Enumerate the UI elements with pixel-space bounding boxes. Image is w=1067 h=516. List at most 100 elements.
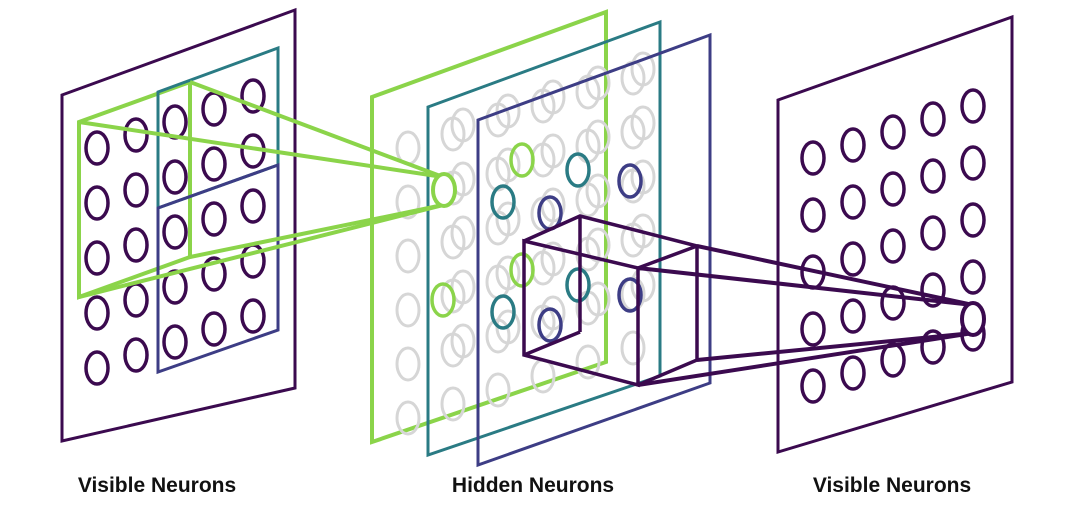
hidden-neuron <box>495 255 521 291</box>
hidden-neuron <box>450 215 476 251</box>
visible-neuron <box>123 117 149 153</box>
visible-neuron <box>162 214 188 250</box>
green-connection-lower <box>189 203 444 259</box>
visible-neuron <box>920 272 946 308</box>
visible-neuron <box>201 91 227 127</box>
purple-connection-4 <box>637 331 974 387</box>
visible-neuron <box>960 145 986 181</box>
hidden-neuron <box>575 344 601 380</box>
hidden-neuron <box>585 65 611 101</box>
visible-neuron <box>880 342 906 378</box>
hidden-neuron <box>630 159 656 195</box>
visible-neuron <box>880 228 906 264</box>
visible-neuron <box>840 241 866 277</box>
hidden-neuron <box>450 107 476 143</box>
green-connection-top <box>78 120 444 179</box>
hidden-neuron <box>630 51 656 87</box>
hidden-neuron <box>395 238 421 274</box>
visible-neuron <box>201 311 227 347</box>
hidden-neuron-indigo <box>617 277 643 313</box>
hidden-neuron <box>585 173 611 209</box>
visible-neuron <box>201 256 227 292</box>
hidden-neuron <box>540 241 566 277</box>
left-visible-layer <box>60 7 297 443</box>
visible-neuron <box>800 197 826 233</box>
green-connection-upper <box>189 80 444 179</box>
visible-neuron <box>960 88 986 124</box>
left-plane <box>60 7 297 443</box>
hidden-neuron <box>395 400 421 436</box>
visible-neuron <box>840 184 866 220</box>
visible-neuron <box>84 130 110 166</box>
visible-neuron <box>123 282 149 318</box>
cube-back <box>523 214 699 387</box>
visible-neuron <box>84 185 110 221</box>
visible-neuron <box>84 240 110 276</box>
left-visible-label: Visible Neurons <box>77 474 237 497</box>
visible-neuron <box>920 158 946 194</box>
hidden-neuron <box>495 147 521 183</box>
visible-neuron <box>123 337 149 373</box>
right-visible-layer <box>776 14 1014 455</box>
hidden-neuron-indigo <box>537 307 563 343</box>
hidden-neuron-indigo <box>617 163 643 199</box>
hidden-neuron-teal <box>490 294 516 330</box>
hidden-neuron <box>620 330 646 366</box>
visible-neuron <box>920 329 946 365</box>
connection-lines <box>78 80 986 388</box>
hidden-neuron <box>495 93 521 129</box>
hidden-neuron <box>395 292 421 328</box>
visible-neuron <box>162 324 188 360</box>
hidden-layers <box>370 9 712 468</box>
hidden-neuron <box>450 323 476 359</box>
visible-neuron <box>800 311 826 347</box>
visible-neuron <box>880 114 906 150</box>
output-target-neuron <box>960 301 986 337</box>
hidden-neuron <box>585 119 611 155</box>
purple-connection-3 <box>696 331 974 362</box>
left-filter-indigo <box>156 45 280 211</box>
visible-neuron <box>800 140 826 176</box>
purple-connection-2 <box>637 266 974 307</box>
visible-neuron <box>123 227 149 263</box>
visible-neuron <box>840 298 866 334</box>
hidden-neuron <box>395 184 421 220</box>
hidden-neuron <box>630 105 656 141</box>
hidden-neuron-green <box>509 142 535 178</box>
visible-neuron <box>240 188 266 224</box>
visible-neuron <box>840 127 866 163</box>
visible-neuron <box>880 285 906 321</box>
hidden-plane-green <box>370 9 608 445</box>
hidden-neuron-teal <box>490 184 516 220</box>
left-filter-green <box>77 79 192 300</box>
cube-edge-top <box>637 244 698 270</box>
visible-neuron <box>162 159 188 195</box>
hidden-neuron-green <box>509 252 535 288</box>
visible-neuron <box>960 202 986 238</box>
visible-neuron <box>123 172 149 208</box>
filter-cube <box>522 214 699 388</box>
right-plane <box>776 14 1014 455</box>
green-connection-bottom <box>78 203 444 299</box>
cube-edge-bottom <box>523 330 581 357</box>
visible-neuron <box>240 298 266 334</box>
hidden-neuron-grid <box>395 51 656 436</box>
visible-neuron <box>201 201 227 237</box>
hidden-neuron <box>485 372 511 408</box>
visible-neuron <box>960 259 986 295</box>
visible-neuron <box>201 146 227 182</box>
hidden-plane-indigo <box>476 32 712 468</box>
visible-neuron <box>880 171 906 207</box>
hidden-neuron-green <box>430 282 456 318</box>
right-visible-label: Visible Neurons <box>812 474 972 497</box>
hidden-neuron <box>585 281 611 317</box>
visible-neuron <box>84 295 110 331</box>
purple-connection-1 <box>696 244 974 307</box>
hidden-neuron <box>440 386 466 422</box>
hidden-neuron <box>585 227 611 263</box>
visible-neuron <box>240 78 266 114</box>
hidden-neuron <box>450 269 476 305</box>
hidden-neuron <box>530 358 556 394</box>
hidden-target-neuron <box>431 172 457 208</box>
